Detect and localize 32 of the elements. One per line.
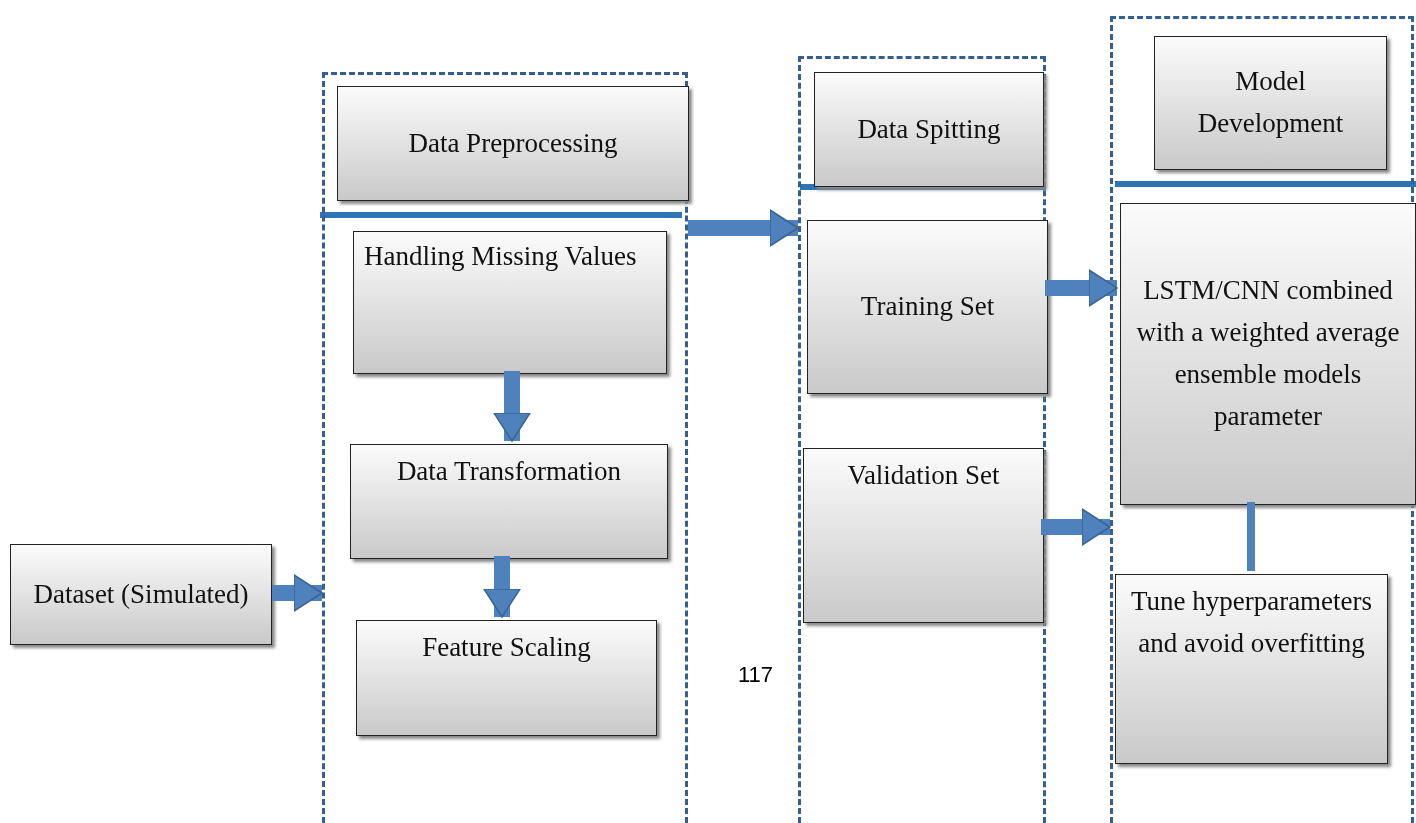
box-label: Dataset (Simulated) — [33, 577, 249, 611]
box-label: Model Development — [1196, 65, 1345, 140]
page-number: 117 — [738, 662, 774, 688]
box-label: Tune hyperparameters and avoid overfitting — [1129, 585, 1374, 660]
dashed-group-frame — [798, 56, 1046, 823]
block-arrow — [483, 556, 521, 618]
process-box — [807, 220, 1048, 394]
block-arrow — [688, 209, 799, 247]
process-box — [1120, 203, 1416, 505]
box-label: Training Set — [860, 290, 995, 324]
process-box — [1154, 36, 1387, 170]
process-box — [350, 444, 668, 559]
process-box — [337, 86, 689, 201]
box-label: Data Spitting — [857, 112, 1001, 146]
block-arrow — [493, 371, 531, 442]
dashed-group-frame — [322, 72, 688, 823]
process-box — [1115, 574, 1388, 764]
dashed-group-frame — [1110, 16, 1414, 823]
process-box — [10, 544, 272, 645]
block-arrow — [1041, 508, 1111, 546]
process-box — [356, 620, 657, 736]
process-box — [814, 72, 1044, 187]
block-arrow — [272, 574, 323, 612]
box-label: Handling Missing Values — [364, 240, 637, 273]
box-label: LSTM/CNN combined with a weighted average ensemble models parameter — [1135, 274, 1401, 433]
process-box — [353, 231, 667, 374]
box-label: Data Preprocessing — [408, 126, 618, 160]
box-label: Feature Scaling — [422, 631, 591, 664]
block-arrow — [1045, 269, 1118, 307]
box-label: Data Transformation — [396, 455, 622, 488]
box-label: Validation Set — [847, 459, 1000, 492]
process-box — [803, 448, 1044, 623]
